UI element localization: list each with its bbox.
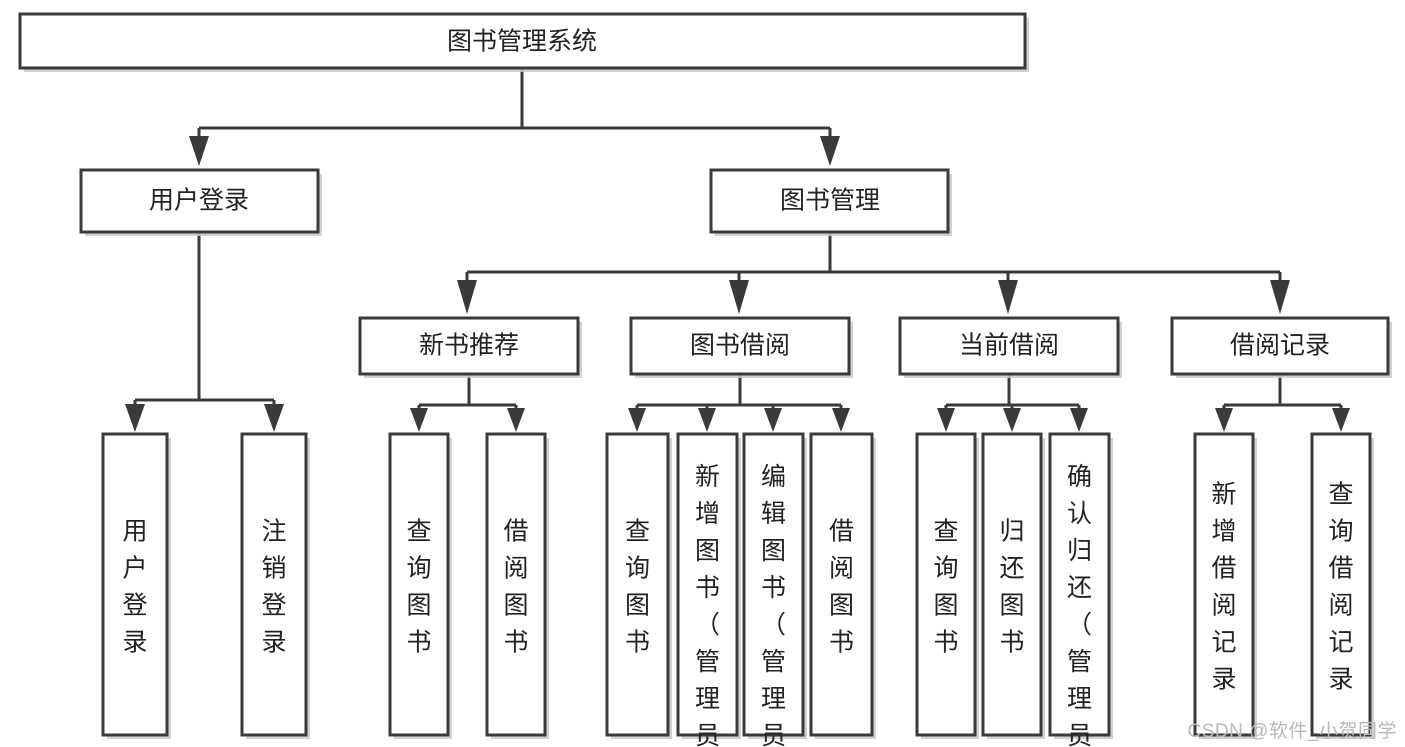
new-book-recommend-label: 新书推荐: [419, 332, 519, 360]
arrow-to-user-login: [189, 136, 209, 166]
arrow-to-new-book-recommend: [457, 280, 477, 314]
leaf-label: 查询图书: [933, 517, 958, 656]
leaf-box: [485, 432, 547, 737]
leaf-label: 查询图书: [625, 517, 650, 656]
leaf-node[interactable]: 借阅图书: [809, 432, 876, 739]
arrow-to-leaf-add-book: [698, 408, 716, 432]
arrow-to-leaf-query-record: [1332, 408, 1350, 432]
current-borrow-label: 当前借阅: [959, 332, 1059, 360]
node-root[interactable]: 图书管理系统: [18, 12, 1029, 72]
root-label: 图书管理系统: [447, 28, 597, 56]
leaf-box: [809, 432, 874, 737]
book-borrow-box: [629, 316, 851, 376]
node-new-book-recommend[interactable]: 新书推荐: [358, 316, 582, 378]
book-manage-label: 图书管理: [780, 187, 880, 215]
leaf-label: 新增图书（管理员）: [695, 463, 720, 747]
leaf-label: 新增借阅记录: [1211, 480, 1236, 693]
arrow-to-leaf-edit-book: [764, 408, 782, 432]
leaf-node[interactable]: 查询图书: [605, 432, 672, 739]
arrow-to-leaf-return-book: [1003, 408, 1021, 432]
arrow-to-leaf-add-record: [1215, 408, 1233, 432]
leaf-node[interactable]: 查询图书: [915, 432, 979, 739]
leaf-label: 确认归还（管理员）: [1067, 463, 1092, 747]
node-book-manage[interactable]: 图书管理: [709, 168, 952, 236]
arrow-to-leaf-borrow-book-1: [507, 408, 525, 432]
leaf-box: [676, 432, 739, 737]
arrow-to-current-borrow: [998, 280, 1018, 314]
new-book-recommend-box: [358, 316, 580, 376]
leaf-label: 借阅图书: [503, 517, 528, 656]
node-borrow-record[interactable]: 借阅记录: [1170, 316, 1392, 378]
arrow-to-book-borrow: [729, 280, 749, 314]
leaf-label: 借阅图书: [829, 517, 854, 656]
leaf-label: 编辑图书（管理员）: [761, 463, 786, 747]
leaf-node[interactable]: 注销登录: [240, 432, 310, 739]
book-manage-box: [709, 168, 950, 234]
leaf-node[interactable]: 编辑图书（管理员）: [742, 432, 807, 747]
node-current-borrow[interactable]: 当前借阅: [898, 316, 1122, 378]
borrow-record-label: 借阅记录: [1230, 332, 1330, 360]
borrow-record-box: [1170, 316, 1390, 376]
leaf-box: [1193, 432, 1255, 737]
node-book-borrow[interactable]: 图书借阅: [629, 316, 853, 378]
book-borrow-label: 图书借阅: [690, 332, 790, 360]
leaf-node[interactable]: 确认归还（管理员）: [1048, 432, 1113, 747]
leaf-box: [605, 432, 670, 737]
leaf-node[interactable]: 新增图书（管理员）: [676, 432, 741, 747]
node-user-login[interactable]: 用户登录: [79, 168, 322, 236]
leaf-node[interactable]: 新增借阅记录: [1193, 432, 1257, 739]
leaf-nodes-layer: 用户登录 注销登录 查询图书 借阅图书 查询图书 新增图书（管理员） 编辑图书（管理员） 借阅…: [101, 432, 1374, 747]
leaf-label: 用户登录: [122, 517, 147, 656]
current-borrow-box: [898, 316, 1120, 376]
user-login-box: [79, 168, 320, 234]
root-box: [18, 12, 1027, 70]
leaf-box: [1048, 432, 1111, 737]
leaf-node[interactable]: 用户登录: [101, 432, 171, 739]
leaf-box: [742, 432, 805, 737]
arrow-to-leaf-borrow-book-2: [832, 408, 850, 432]
leaf-node[interactable]: 借阅图书: [485, 432, 549, 739]
leaf-node[interactable]: 归还图书: [981, 432, 1045, 739]
leaf-label: 注销登录: [261, 517, 286, 656]
user-login-label: 用户登录: [149, 187, 249, 215]
arrow-to-leaf-confirm-return: [1070, 408, 1088, 432]
leaf-node[interactable]: 查询借阅记录: [1310, 432, 1374, 739]
leaf-label: 查询图书: [406, 517, 431, 656]
leaf-box: [915, 432, 977, 737]
arrow-to-book-manage: [820, 136, 840, 166]
leaf-box: [240, 432, 308, 737]
leaf-label: 归还图书: [999, 517, 1024, 656]
edges-layer: [125, 68, 1350, 432]
leaf-box: [101, 432, 169, 737]
arrow-to-leaf-logout: [264, 404, 284, 432]
arrow-to-borrow-record: [1270, 280, 1290, 314]
leaf-box: [1310, 432, 1372, 737]
arrow-to-leaf-user-login: [125, 404, 145, 432]
leaf-node[interactable]: 查询图书: [388, 432, 452, 739]
arrow-to-leaf-query-book-1: [410, 408, 428, 432]
leaf-box: [981, 432, 1043, 737]
leaf-label: 查询借阅记录: [1328, 480, 1353, 693]
arrow-to-leaf-query-book-3: [937, 408, 955, 432]
leaf-box: [388, 432, 450, 737]
arrow-to-leaf-query-book-2: [628, 408, 646, 432]
